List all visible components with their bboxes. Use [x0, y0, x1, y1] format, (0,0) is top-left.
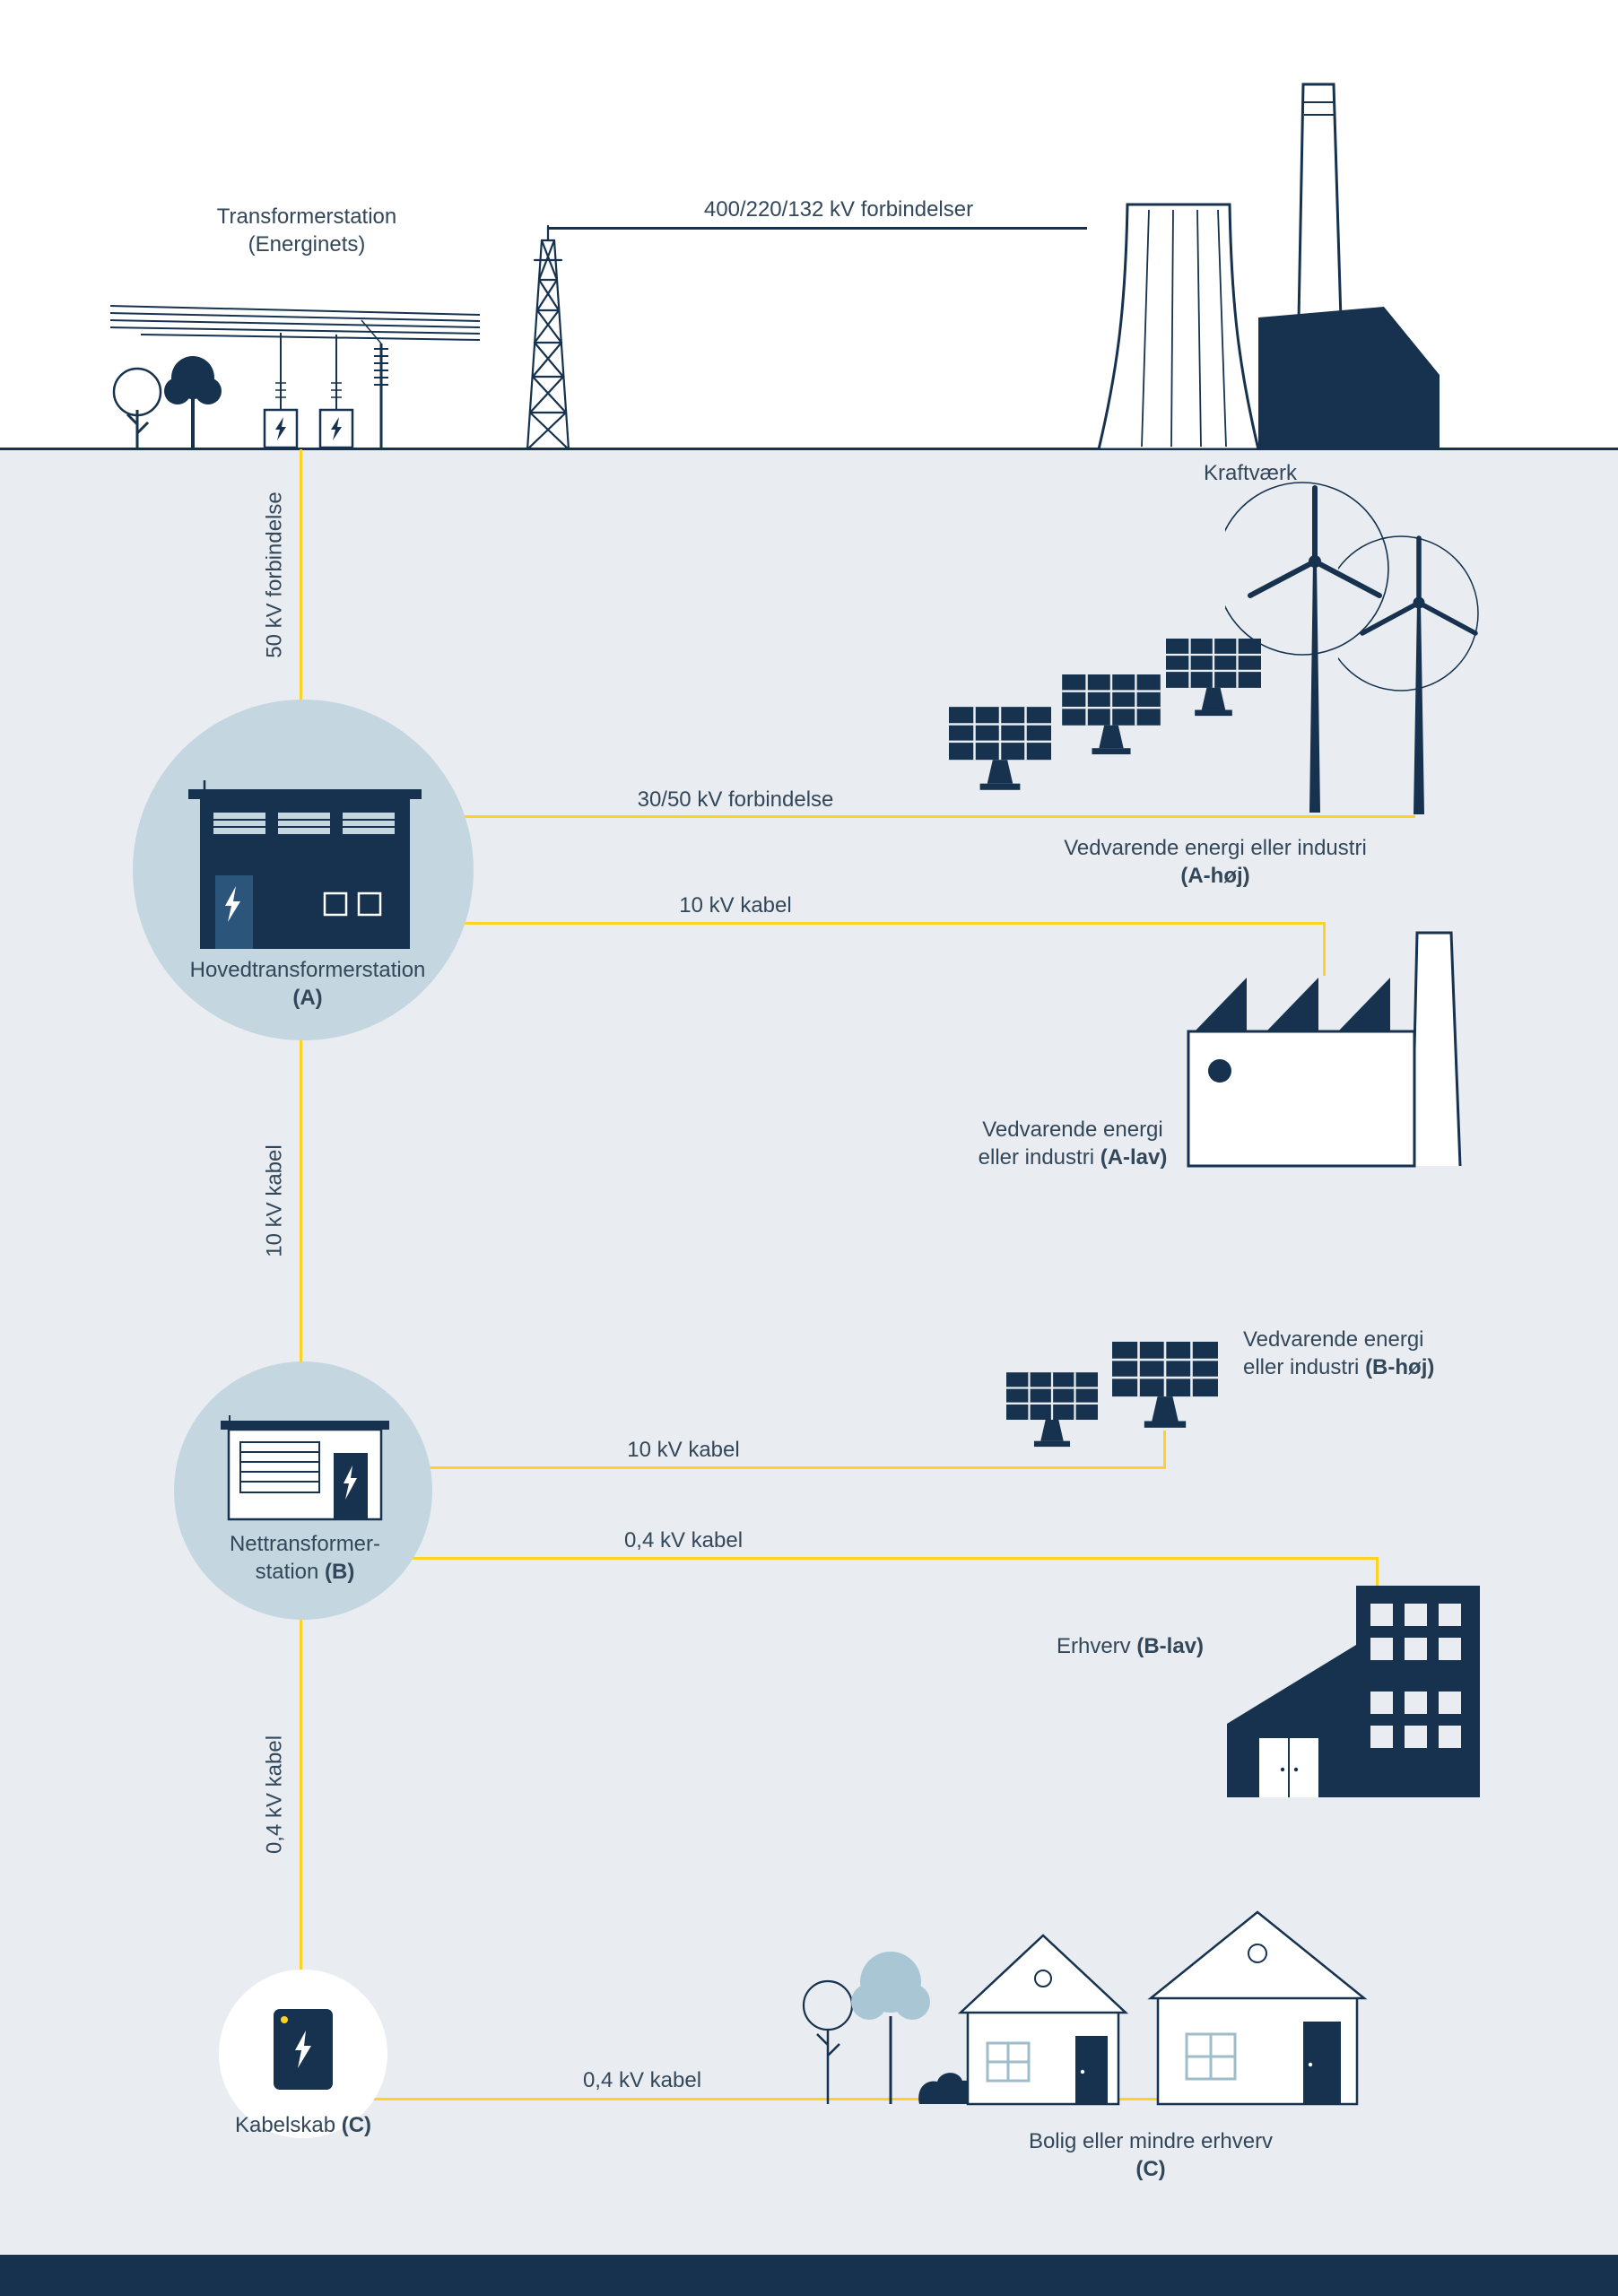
hv-connection-label: 400/220/132 kV forbindelser — [703, 197, 974, 222]
cable-cabinet-label: Kabelskab (C) — [235, 2111, 371, 2139]
tree-icon — [851, 1952, 930, 2020]
connection-10kv-to-bhoj-riser — [1163, 1431, 1166, 1469]
class-code: (A) — [292, 986, 323, 1010]
label-line: Transformerstation — [216, 204, 397, 229]
consumer-b-hoj-label: Vedvarende energi eller industri (B-høj) — [1243, 1326, 1434, 1381]
consumer-c-label: Bolig eller mindre erhverv (C) — [1029, 2127, 1273, 2183]
transformerstation-label: Transformerstation (Energinets) — [217, 203, 397, 258]
consumer-a-lav-label: Vedvarende energi eller industri (A-lav) — [979, 1116, 1168, 1171]
factory-icon — [1187, 931, 1462, 1168]
label-line: Vedvarende energi eller industri — [1064, 836, 1367, 860]
lightning-bolt-icon — [344, 1465, 357, 1500]
connection-10kv-vertical-label: 10 kV kabel — [262, 1144, 287, 1257]
connection-10kv-industry-label: 10 kV kabel — [679, 893, 792, 918]
wind-turbine-icon — [1225, 482, 1389, 813]
lightning-bolt-icon — [225, 886, 240, 922]
plant-building-icon — [1258, 307, 1440, 449]
solar-panel-icon — [1006, 1372, 1098, 1448]
label-line: (Energinets) — [248, 232, 366, 257]
label-line: Vedvarende energi — [1243, 1327, 1424, 1352]
connection-04kv-vertical — [300, 1618, 302, 1971]
cooling-tower-icon — [1097, 203, 1260, 449]
class-code: (B-høj) — [1365, 1355, 1435, 1379]
connection-10kv-to-industry-drop — [1323, 922, 1326, 976]
solar-panel-icon — [1166, 639, 1261, 717]
solar-panel-icon — [1062, 674, 1161, 755]
connection-10kv-to-bhoj — [429, 1466, 1166, 1469]
label-text: eller industri — [1243, 1355, 1366, 1379]
substation-b-building-icon — [221, 1415, 389, 1521]
footer-bar — [0, 2255, 1618, 2296]
class-code: (B-lav) — [1136, 1634, 1204, 1658]
label-line: Nettransformer- — [229, 1532, 381, 1556]
consumer-a-hoj-label: Vedvarende energi eller industri (A-høj) — [1064, 834, 1367, 890]
cable-cabinet-icon — [274, 2009, 333, 2090]
substation-b-label: Nettransformer- station (B) — [230, 1530, 380, 1586]
substation-a-building-icon — [188, 780, 422, 949]
connection-04kv-to-blav — [411, 1557, 1379, 1560]
power-plant-icon — [1097, 83, 1440, 449]
substation-a-label: Hovedtransformerstation (A) — [190, 956, 426, 1012]
hv-overhead-line — [547, 227, 1087, 230]
label-line: Vedvarende energi — [982, 1118, 1163, 1142]
connection-04kv-homes-label: 0,4 kV kabel — [582, 2068, 702, 2092]
connection-3050kv-label: 30/50 kV forbindelse — [637, 787, 834, 812]
label-text: Kabelskab — [234, 2113, 342, 2137]
label-line: Hovedtransformerstation — [189, 958, 426, 982]
connection-04kv-vertical-label: 0,4 kV kabel — [262, 1735, 287, 1855]
label-text: eller industri — [978, 1145, 1100, 1170]
office-building-icon — [1227, 1586, 1480, 1797]
houses-and-trees-icon — [802, 1910, 1368, 2106]
solar-panel-icon — [949, 707, 1051, 790]
class-code: (A-høj) — [1180, 864, 1250, 888]
label-text: station — [255, 1560, 326, 1584]
class-code: (B) — [325, 1560, 355, 1584]
ground-line — [0, 448, 1618, 450]
solar-panel-icon — [1112, 1342, 1218, 1428]
class-code: (A-lav) — [1100, 1145, 1168, 1170]
tree-icon — [802, 1979, 854, 2031]
house-icon — [957, 1934, 1129, 2106]
class-code: (C) — [341, 2113, 372, 2137]
house-icon — [1147, 1910, 1368, 2106]
connection-10kv-vertical — [300, 1039, 302, 1363]
connection-10kv-bhoj-label: 10 kV kabel — [627, 1438, 740, 1462]
connection-04kv-blav-label: 0,4 kV kabel — [623, 1528, 744, 1552]
wind-turbine-icon — [1338, 535, 1479, 814]
connection-3050kv-horizontal — [463, 815, 1415, 818]
chimney-icon — [1297, 83, 1343, 321]
connection-10kv-to-industry — [463, 922, 1326, 925]
connection-04kv-to-blav-drop — [1376, 1557, 1379, 1589]
connection-50kv-vertical — [300, 449, 302, 701]
power-plant-label: Kraftværk — [1203, 461, 1298, 485]
label-text: Erhverv — [1056, 1634, 1137, 1658]
power-lines-and-trees-icon — [109, 305, 481, 449]
label-line: eller industri (B-høj) — [1243, 1353, 1434, 1381]
transmission-tower-icon — [526, 224, 570, 449]
connection-50kv-label: 50 kV forbindelse — [262, 491, 287, 658]
bush-icon — [918, 2073, 979, 2104]
lightning-bolt-icon — [295, 2031, 311, 2068]
label-line: Bolig eller mindre erhverv — [1028, 2129, 1274, 2153]
consumer-b-lav-label: Erhverv (B-lav) — [1057, 1632, 1204, 1660]
label-line: station (B) — [230, 1558, 380, 1586]
connection-04kv-to-homes — [371, 2098, 1267, 2100]
class-code: (C) — [1135, 2157, 1166, 2181]
label-line: eller industri (A-lav) — [979, 1144, 1168, 1171]
